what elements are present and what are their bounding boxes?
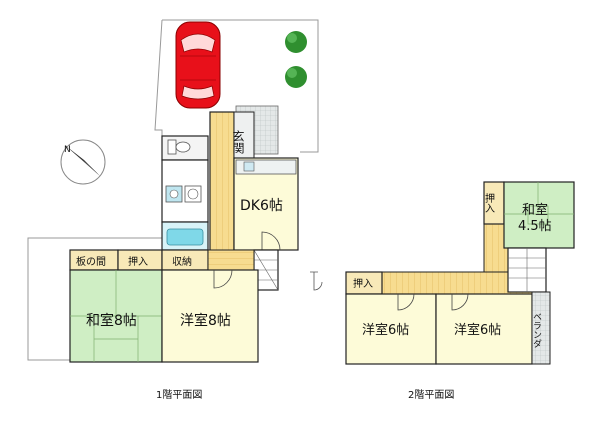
label-closet-mid: 押入 [353, 277, 373, 290]
label-washitsu-8: 和室8帖 [86, 312, 137, 329]
compass: N [60, 139, 106, 185]
tree-icon [285, 31, 307, 53]
room-youshitsu-8 [161, 269, 259, 363]
label-closet-top: 押入 [483, 192, 495, 213]
label-youshitsu-left: 洋室6帖 [362, 322, 409, 338]
door-arc [213, 269, 233, 289]
floor1-plan: DK6帖 玄関 板の間 押入 収納 和室8帖 [69, 105, 323, 401]
toilet-icon [167, 139, 191, 155]
stairs-icon [508, 248, 546, 292]
car-icon [175, 21, 221, 109]
tatami-lines [504, 182, 574, 225]
label-closet-left: 押入 [128, 255, 148, 268]
label-entrance: 玄関 [231, 129, 245, 154]
door-arc [397, 293, 415, 311]
caption-floor2: 2階平面図 [408, 389, 454, 401]
bathtub-icon [166, 228, 204, 246]
caption-floor1: 1階平面図 [156, 389, 202, 401]
door-arc [451, 293, 469, 311]
entrance-floor [209, 111, 235, 263]
floor2-plan: 押入 和室 4.5帖 押入 洋室6帖 洋室6帖 ベランダ [345, 181, 575, 401]
label-washitsu-size: 4.5帖 [518, 219, 552, 234]
label-dk: DK6帖 [240, 198, 283, 214]
sink-icon [165, 185, 183, 203]
compass-label: N [64, 145, 71, 155]
label-youshitsu-8: 洋室8帖 [180, 312, 231, 329]
washer-icon [184, 185, 202, 203]
tatami-lines [70, 270, 162, 362]
veranda [531, 291, 551, 365]
label-washitsu-name: 和室 [522, 202, 548, 218]
gate-icon [310, 271, 323, 291]
door-arc [261, 231, 281, 251]
room-youshitsu-6-left [345, 293, 437, 365]
north-arrow-icon [66, 146, 100, 176]
label-youshitsu-right: 洋室6帖 [454, 322, 501, 338]
tree-icon [285, 66, 307, 88]
label-veranda: ベランダ [531, 312, 542, 348]
kitchen-sink-icon [243, 161, 255, 172]
label-wood-floor: 板の間 [76, 255, 106, 268]
hallway-strip [207, 249, 255, 271]
label-storage: 収納 [172, 255, 192, 268]
